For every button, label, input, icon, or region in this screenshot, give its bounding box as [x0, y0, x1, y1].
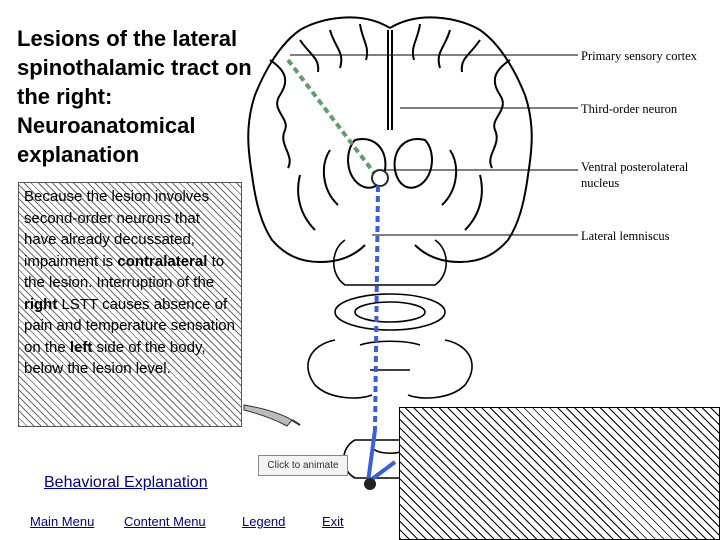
main-menu-link[interactable]: Main Menu — [30, 514, 95, 529]
vpl-nucleus-marker — [371, 169, 389, 187]
explanation-left: left — [69, 338, 93, 356]
hatched-overlay-panel — [399, 407, 720, 540]
legend-link[interactable]: Legend — [242, 514, 286, 529]
label-lateral-lemniscus: Lateral lemniscus — [581, 229, 670, 243]
page-title: Lesions of the lateral spinothalamic tra… — [17, 26, 252, 167]
explanation-text-3: LSTT causes absence of pain and temperat… — [24, 295, 235, 356]
explanation-text-2: to the lesion. Interruption of the — [24, 252, 225, 292]
scalpel-icon — [243, 404, 301, 427]
brain-outline — [247, 16, 533, 264]
explanation-text-1: Because the lesion involves second-order… — [24, 188, 210, 270]
label-pointers — [290, 54, 578, 236]
behavioral-explanation-link[interactable]: Behavioral Explanation — [44, 474, 208, 491]
cell-body-marker — [364, 478, 376, 490]
third-order-neuron-path — [286, 58, 380, 180]
explanation-right: right — [24, 295, 58, 313]
label-vpl-nucleus: Ventral posterolateral nucleus — [581, 160, 689, 190]
exit-link[interactable]: Exit — [322, 514, 344, 529]
explanation-contralateral: contralateral — [117, 252, 208, 270]
animate-button[interactable]: Click to animate — [258, 455, 348, 476]
label-primary-sensory-cortex: Primary sensory cortex — [581, 49, 697, 63]
explanation-text-4: side of the body, below the lesion level… — [24, 338, 206, 378]
explanation-box: Because the lesion involves second-order… — [18, 182, 242, 427]
second-order-neuron-path — [366, 185, 397, 484]
content-menu-link[interactable]: Content Menu — [124, 514, 206, 529]
label-third-order-neuron: Third-order neuron — [581, 102, 678, 116]
